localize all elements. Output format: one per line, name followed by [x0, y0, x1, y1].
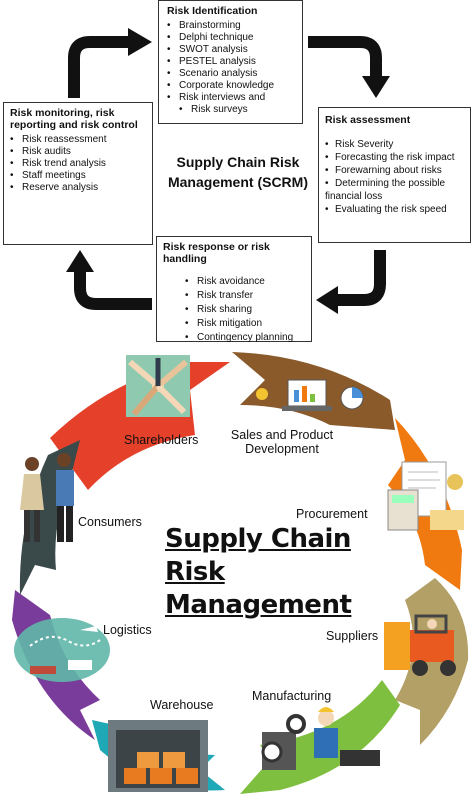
purchase-documents-icon	[387, 461, 464, 531]
list-item: Risk trend analysis	[10, 158, 146, 170]
risk-response-box: Risk response or risk handling Risk avoi…	[156, 236, 312, 345]
list-item: Risk avoidance	[185, 275, 305, 289]
label-shareholders: Shareholders	[124, 433, 199, 447]
list-item: SWOT analysis	[167, 44, 294, 56]
list-item: Determining the possible financial loss	[325, 177, 464, 203]
label-manufacturing: Manufacturing	[252, 689, 332, 703]
shareholders-hands-icon	[126, 355, 190, 417]
label-procurement: Procurement	[296, 507, 368, 521]
risk-identification-heading: Risk Identification	[167, 5, 258, 17]
list-item: Risk reassessment	[10, 134, 146, 146]
arrow-left-up-icon	[66, 250, 152, 310]
label-logistics: Logistics	[103, 623, 152, 637]
risk-monitoring-heading: Risk monitoring, risk reporting and risk…	[10, 107, 138, 131]
manufacturing-worker-icon	[261, 707, 380, 770]
list-item: Evaluating the risk speed	[325, 203, 464, 216]
list-item: Risk interviews and	[167, 92, 294, 104]
wheel-title-line: Supply Chain	[165, 524, 351, 554]
risk-assessment-list: Risk Severity Forecasting the risk impac…	[325, 138, 464, 216]
risk-identification-box: Risk Identification Brainstorming Delphi…	[158, 0, 303, 124]
list-item: Staff meetings	[10, 170, 146, 182]
list-item: Risk transfer	[185, 289, 305, 303]
wheel-title-line: Management	[165, 590, 352, 620]
arrow-right-down-icon	[308, 36, 390, 98]
arrow-down-left-icon	[316, 250, 386, 314]
supply-chain-wheel	[12, 352, 469, 794]
wheel-title-line: Risk	[165, 557, 225, 587]
scrm-title: Supply Chain Risk Management (SCRM)	[167, 154, 308, 190]
list-item: Forecasting the risk impact	[325, 151, 464, 164]
list-item: Risk sharing	[185, 303, 305, 317]
risk-monitoring-box: Risk monitoring, risk reporting and risk…	[3, 102, 153, 245]
label-consumers: Consumers	[78, 515, 142, 529]
list-item-continuation: Risk surveys	[191, 104, 248, 115]
consumers-people-icon	[20, 453, 74, 542]
logistics-map-icon	[14, 618, 110, 682]
forklift-icon	[384, 614, 456, 676]
list-item: Scenario analysis	[167, 68, 294, 80]
label-suppliers: Suppliers	[326, 629, 379, 643]
list-item: Risk Severity	[325, 138, 464, 151]
list-item: Corporate knowledge	[167, 80, 294, 92]
list-item: Risk mitigation	[185, 317, 305, 331]
list-item: Risk surveys	[167, 104, 294, 116]
label-warehouse: Warehouse	[150, 698, 214, 712]
list-item: Reserve analysis	[10, 182, 146, 194]
warehouse-icon	[108, 720, 208, 792]
risk-monitoring-list: Risk reassessment Risk audits Risk trend…	[10, 134, 146, 194]
label-sales-product-development: Sales and Product Development	[230, 428, 334, 456]
list-item: Risk audits	[10, 146, 146, 158]
risk-response-list: Risk avoidance Risk transfer Risk sharin…	[163, 275, 305, 345]
list-item: Contingency planning	[185, 331, 305, 345]
risk-identification-list: Brainstorming Delphi technique SWOT anal…	[167, 20, 294, 116]
risk-assessment-heading: Risk assessment	[325, 114, 411, 126]
list-item: Brainstorming	[167, 20, 294, 32]
list-item: Forewarning about risks	[325, 164, 464, 177]
list-item: Delphi technique	[167, 32, 294, 44]
arrow-up-right-icon	[68, 28, 152, 98]
wheel-center-title: Supply Chain Risk Management	[165, 523, 352, 622]
risk-response-heading: Risk response or risk handling	[163, 241, 270, 265]
list-item: PESTEL analysis	[167, 56, 294, 68]
risk-assessment-box: Risk assessment Risk Severity Forecastin…	[318, 107, 471, 243]
laptop-analytics-icon	[256, 379, 364, 411]
